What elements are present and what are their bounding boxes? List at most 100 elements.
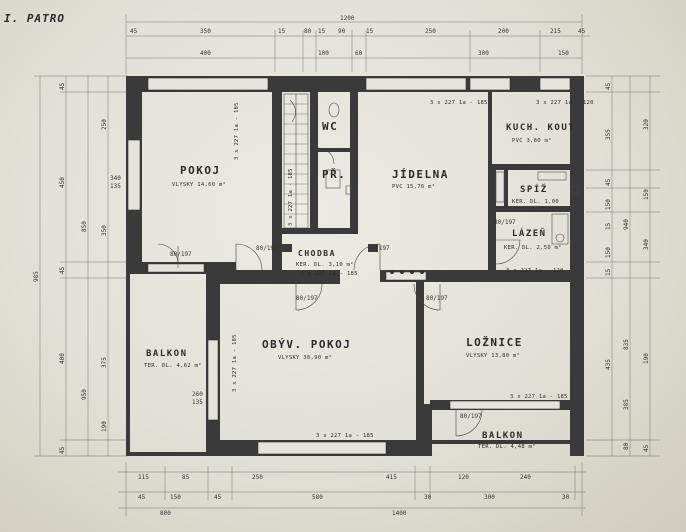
inner-walls <box>126 92 580 442</box>
dim-bot-3: 250 <box>252 474 263 481</box>
dim-top-9: 200 <box>498 28 509 35</box>
sink-icon <box>325 169 341 189</box>
dim-sill-a1: 340 <box>110 175 121 182</box>
dim-top-11: 45 <box>578 28 586 35</box>
dim-sill-a2: 135 <box>110 183 121 190</box>
window-stair: 3 x 227 1a - 185 <box>288 168 294 226</box>
dim-top2-5: 150 <box>558 50 569 57</box>
sheet-title: I. PATRO <box>4 12 65 25</box>
dim-left3-1: 250 <box>101 119 108 130</box>
outer-walls <box>126 76 584 456</box>
dim-top-total: 1200 <box>340 15 355 22</box>
dim-left-1: 45 <box>59 82 66 90</box>
dim-right-4: 150 <box>605 199 612 210</box>
room-kuch: KUCH. KOUT <box>506 123 575 133</box>
room-lazen: LÁZEŇ <box>512 227 547 239</box>
dim-sill-b2: 135 <box>192 399 203 406</box>
dim-bot-6: 240 <box>520 474 531 481</box>
dim-right-2: 355 <box>605 129 612 140</box>
dim-right3-2: 150 <box>643 189 650 200</box>
room-chodba: CHODBA <box>298 249 336 258</box>
dim-left3-3: 375 <box>101 357 108 368</box>
dim-right3-1: 320 <box>643 119 650 130</box>
dim-left2-2: 950 <box>81 389 88 400</box>
dim-top-8: 250 <box>425 28 436 35</box>
room-pokoj: POKOJ <box>180 164 221 177</box>
dim-top-4: 80 <box>304 28 312 35</box>
dim-top2-3: 60 <box>355 50 363 57</box>
dim-bot-total: 1400 <box>392 510 407 517</box>
dim-right2-1: 940 <box>623 219 630 230</box>
room-pr: PŘ. <box>322 168 346 181</box>
staircase <box>283 93 309 229</box>
room-spiz-info: KER. DL. 1,00 <box>512 199 559 205</box>
window-loznice: 3 x 227 1a - 185 <box>510 394 568 400</box>
dim-bot2-5: 30 <box>424 494 432 501</box>
room-balkon-left: BALKON <box>146 349 188 359</box>
room-obyv: OBÝV. POKOJ <box>262 338 351 351</box>
dim-top2-1: 400 <box>200 50 211 57</box>
room-kuch-info: PVC 3,80 m² <box>512 137 552 144</box>
room-wc: WC <box>322 120 338 133</box>
door-5: 80/197 <box>170 251 192 258</box>
room-lazen-info: KER. DL. 2,50 m² <box>504 244 562 251</box>
dim-right-1: 45 <box>605 82 612 90</box>
dim-top-1: 45 <box>130 28 138 35</box>
window-jidelna: 3 x 227 1a - 185 <box>430 100 488 106</box>
room-obyv-info: VLYSKY 30,90 m² <box>278 354 332 361</box>
dim-bot2-6: 300 <box>484 494 495 501</box>
window-chodba: 2 x 227 1a - 185 <box>300 271 358 277</box>
dim-right-5: 15 <box>605 222 612 230</box>
dimension-lines <box>34 14 660 516</box>
dim-left-3: 45 <box>59 266 66 274</box>
dim-right2-4: 80 <box>623 442 630 450</box>
dim-right3-5: 45 <box>643 444 650 452</box>
dim-top2-4: 300 <box>478 50 489 57</box>
room-spiz: SPÍŽ <box>520 183 548 195</box>
dim-top-6: 90 <box>338 28 346 35</box>
dim-bot2-7: 30 <box>562 494 570 501</box>
room-labels: POKOJ VLYSKY 14,60 m² WC PŘ. JÍDELNA PVC… <box>144 120 575 450</box>
room-loznice: LOŽNICE <box>466 336 523 349</box>
dim-bot2-3: 45 <box>214 494 222 501</box>
dim-right3-3: 340 <box>643 239 650 250</box>
dim-top-2: 350 <box>200 28 211 35</box>
dim-right-3: 45 <box>605 178 612 186</box>
callouts: 3 x 227 1a - 185 3 x 227 1a - 185 3 x 22… <box>170 100 593 439</box>
dim-right2-2: 835 <box>623 339 630 350</box>
dim-bot-4: 415 <box>386 474 397 481</box>
dim-left3-2: 350 <box>101 225 108 236</box>
dim-left-total: 985 <box>33 271 40 282</box>
dim-top-3: 15 <box>278 28 286 35</box>
dim-right3-4: 190 <box>643 353 650 364</box>
room-loznice-info: VLYSKY 13,80 m² <box>466 352 520 359</box>
dim-sill-b1: 260 <box>192 391 203 398</box>
dim-bot2-4: 580 <box>312 494 323 501</box>
dim-left3-4: 190 <box>101 421 108 432</box>
dim-top-5: 15 <box>318 28 326 35</box>
door-3: 80/197 <box>296 295 318 302</box>
bathtub-icon <box>551 213 569 245</box>
room-jidelna: JÍDELNA <box>392 168 449 181</box>
dim-left-5: 45 <box>59 446 66 454</box>
room-balkon-right: BALKON <box>482 431 524 441</box>
room-chodba-info: KER. DL. 3,10 m² <box>296 261 354 268</box>
dim-top-7: 15 <box>366 28 374 35</box>
door-6: 80/197 <box>460 413 482 420</box>
dim-left2-1: 850 <box>81 221 88 232</box>
door-1: 80/197 <box>256 245 278 252</box>
door-2: 80/197 <box>368 245 390 252</box>
door-4: 80/197 <box>426 295 448 302</box>
window-obyv-side: 3 x 227 1a - 185 <box>232 334 238 392</box>
dim-top-10: 215 <box>550 28 561 35</box>
room-jidelna-info: PVC 15,76 m² <box>392 183 435 190</box>
window-obyv-bottom: 3 x 227 1a - 185 <box>316 433 374 439</box>
room-balkon-right-info: TER. DL. 4,48 m² <box>478 443 536 450</box>
dim-left-4: 400 <box>59 353 66 364</box>
room-balkon-left-info: TER. DL. 4,62 m² <box>144 362 202 369</box>
dim-left-2: 450 <box>59 177 66 188</box>
toilet-icon <box>328 102 340 118</box>
dim-bot-5: 120 <box>458 474 469 481</box>
